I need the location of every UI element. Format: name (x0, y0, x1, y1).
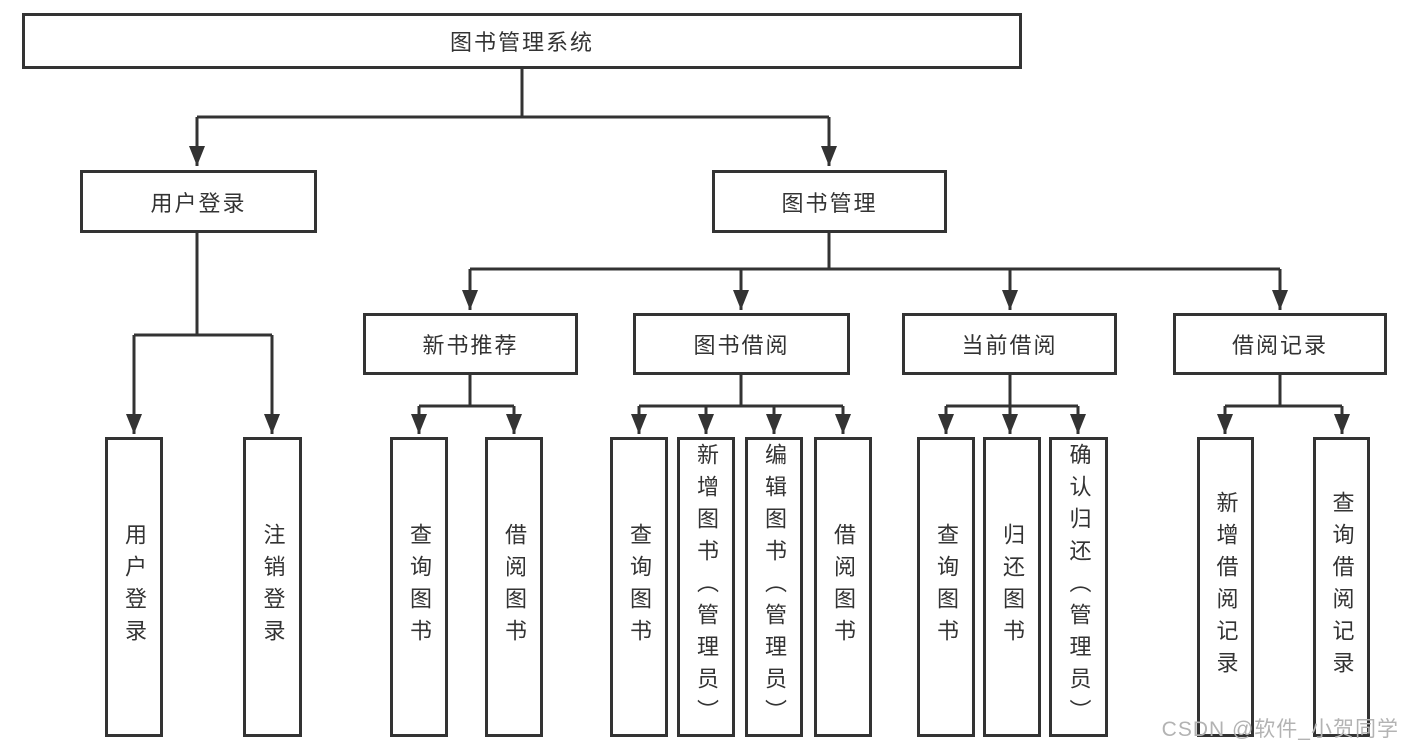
node-label: 图书管理系统 (449, 30, 594, 55)
node-label: 图书借阅 (693, 333, 790, 358)
node-current-borrow: 当前借阅 (902, 313, 1117, 375)
node-label: 借阅图书 (502, 523, 527, 651)
node-label: 确认归还（管理员） (1066, 443, 1092, 731)
watermark: CSDN @软件_小贺同学 (1161, 718, 1399, 741)
leaf-return-books: 归还图书 (983, 437, 1041, 737)
node-label: 查询借阅记录 (1329, 491, 1355, 683)
node-label: 新增借阅记录 (1213, 491, 1239, 683)
leaf-borrow-books-recommend: 借阅图书 (485, 437, 543, 737)
node-new-book-recommend: 新书推荐 (363, 313, 578, 375)
leaf-confirm-return-admin: 确认归还（管理员） (1049, 437, 1108, 737)
leaf-query-borrow-record: 查询借阅记录 (1313, 437, 1370, 737)
node-label: 新增图书（管理员） (694, 443, 719, 731)
node-label: 用户登录 (122, 523, 147, 651)
node-book-management-module: 图书管理 (712, 170, 947, 233)
leaf-query-books-current: 查询图书 (917, 437, 975, 737)
node-label: 查询图书 (407, 523, 432, 651)
node-label: 归还图书 (1000, 523, 1025, 651)
node-label: 借阅记录 (1231, 333, 1328, 358)
node-user-login-module: 用户登录 (80, 170, 317, 233)
node-borrow-records: 借阅记录 (1173, 313, 1387, 375)
leaf-add-books-admin: 新增图书（管理员） (677, 437, 735, 737)
leaf-borrow-books: 借阅图书 (814, 437, 872, 737)
node-label: 查询图书 (934, 523, 959, 651)
node-label: 当前借阅 (961, 333, 1058, 358)
node-label: 图书管理 (781, 190, 878, 216)
leaf-user-login: 用户登录 (105, 437, 163, 737)
node-label: 注销登录 (260, 523, 286, 651)
node-label: 编辑图书（管理员） (762, 443, 787, 731)
node-label: 借阅图书 (831, 523, 856, 651)
node-root-system: 图书管理系统 (22, 13, 1022, 69)
leaf-query-books-recommend: 查询图书 (390, 437, 448, 737)
leaf-query-books: 查询图书 (610, 437, 668, 737)
leaf-add-borrow-record: 新增借阅记录 (1197, 437, 1254, 737)
node-book-borrow: 图书借阅 (633, 313, 850, 375)
leaf-edit-books-admin: 编辑图书（管理员） (745, 437, 803, 737)
node-label: 用户登录 (150, 190, 247, 216)
leaf-logout: 注销登录 (243, 437, 302, 737)
node-label: 查询图书 (627, 523, 652, 651)
node-label: 新书推荐 (422, 333, 519, 358)
